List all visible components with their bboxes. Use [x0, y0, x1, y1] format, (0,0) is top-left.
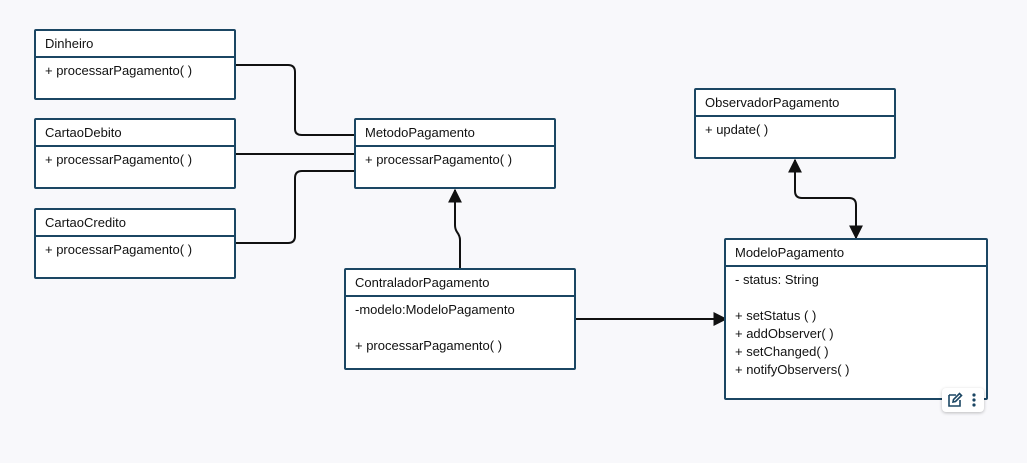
class-controlador-pagamento[interactable]: ContraladorPagamento -modelo:ModeloPagam… — [344, 268, 576, 370]
method: + update( ) — [705, 122, 769, 137]
connector-observer-modelo — [788, 158, 863, 240]
shape-toolbar — [942, 388, 984, 412]
attribute: - status: String — [735, 272, 819, 287]
connector-credito-metodo — [235, 171, 355, 243]
class-name: ObservadorPagamento — [696, 90, 894, 117]
class-name: ModeloPagamento — [726, 240, 986, 267]
method: + processarPagamento( ) — [45, 152, 193, 167]
class-name: CartaoDebito — [36, 120, 234, 147]
method: + addObserver( ) — [735, 326, 834, 341]
class-name: CartaoCredito — [36, 210, 234, 237]
method: + setChanged( ) — [735, 344, 829, 359]
class-dinheiro[interactable]: Dinheiro + processarPagamento( ) — [34, 29, 236, 100]
method: + processarPagamento( ) — [365, 152, 513, 167]
method: + processarPagamento( ) — [45, 63, 193, 78]
class-cartao-debito[interactable]: CartaoDebito + processarPagamento( ) — [34, 118, 236, 189]
class-name: Dinheiro — [36, 31, 234, 58]
class-modelo-pagamento[interactable]: ModeloPagamento - status: String + setSt… — [724, 238, 988, 400]
class-cartao-credito[interactable]: CartaoCredito + processarPagamento( ) — [34, 208, 236, 279]
class-metodo-pagamento[interactable]: MetodoPagamento + processarPagamento( ) — [354, 118, 556, 189]
more-vertical-icon[interactable] — [968, 392, 980, 408]
class-name: ContraladorPagamento — [346, 270, 574, 297]
class-name: MetodoPagamento — [356, 120, 554, 147]
method: + processarPagamento( ) — [45, 242, 193, 257]
connector-dinheiro-metodo — [235, 65, 355, 135]
method: + processarPagamento( ) — [355, 338, 503, 353]
method: + setStatus ( ) — [735, 308, 817, 323]
class-observador-pagamento[interactable]: ObservadorPagamento + update( ) — [694, 88, 896, 159]
method: + notifyObservers( ) — [735, 362, 850, 377]
attribute: -modelo:ModeloPagamento — [355, 302, 515, 317]
edit-icon[interactable] — [947, 392, 963, 408]
connector-controlador-metodo — [448, 188, 462, 268]
